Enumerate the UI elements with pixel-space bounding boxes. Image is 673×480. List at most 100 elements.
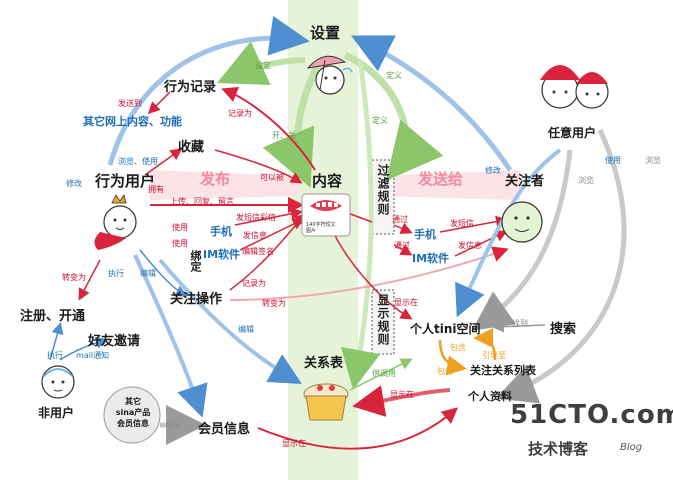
filter-to-im-right — [393, 244, 413, 256]
node-mobile-left: 手机 — [210, 225, 232, 238]
label-edit-a: 编辑 — [140, 269, 156, 278]
settings-curve-down — [340, 59, 381, 390]
follow-op-convert — [229, 246, 509, 301]
label-set: 设定 — [255, 61, 271, 70]
settings-to-record — [217, 41, 306, 85]
publish-band — [150, 170, 300, 200]
label-can-be: 可以被 — [260, 173, 284, 182]
any-user-characters-icon — [540, 65, 609, 109]
favorite-to-content — [214, 149, 303, 184]
mobile-left-to-content — [234, 207, 303, 226]
node-follower: 关注者 — [505, 174, 545, 189]
label-via-a: 通过 — [392, 215, 408, 224]
node-mobile-right: 手机 — [414, 228, 436, 241]
node-register: 注册、开通 — [20, 309, 86, 324]
settings-character-icon — [306, 55, 353, 95]
label-mail-notify: mail通知 — [76, 351, 110, 360]
user-to-relation-edit — [158, 258, 302, 384]
anyuser-browse-1 — [471, 149, 573, 331]
user-to-settings — [107, 15, 310, 166]
node-any-user: 任意用户 — [548, 126, 597, 140]
tini-to-search — [492, 320, 546, 333]
label-browse-r1: 浏览 — [578, 176, 594, 185]
filter-to-mobile-right — [393, 222, 413, 234]
nonuser-to-invite — [59, 337, 108, 361]
label-modify-left: 修改 — [66, 179, 82, 188]
label-convert-a: 转变为 — [62, 273, 86, 282]
node-display-rule: 显示规则 — [376, 294, 390, 346]
node-relation-table: 关系表 — [304, 356, 344, 371]
relation-table-cake-icon — [303, 383, 349, 421]
label-send-to: 发送给 — [418, 170, 464, 188]
label-record-as: 记录为 — [228, 109, 252, 118]
record-to-other — [147, 91, 171, 115]
follower-character-icon — [501, 201, 543, 243]
label-sent-to: 发送到 — [118, 99, 142, 108]
node-behavior-record: 行为记录 — [164, 80, 217, 95]
label-contain-a: 包含 — [450, 343, 466, 352]
label-switch: 开、关 — [272, 131, 296, 140]
node-profile: 个人资料 — [468, 390, 512, 403]
label-use-right: 使用 — [605, 156, 621, 165]
label-show-in-a: 显示在 — [394, 298, 418, 307]
label-import: 导入 — [166, 421, 182, 430]
label-send-msg-right: 发信息 — [458, 241, 482, 250]
display-rule-box — [371, 289, 395, 355]
node-filter-rule: 过滤规则 — [376, 164, 390, 216]
label-upload: 上传、回复、留言 — [170, 197, 234, 206]
node-bind: 绑定 — [189, 250, 202, 272]
settings-curve-left — [262, 58, 324, 188]
label-browse-use: 浏览、使用 — [118, 157, 158, 166]
label-sms-color: 发短信彩信 — [236, 213, 276, 222]
content-to-tini — [329, 224, 413, 320]
member-to-relation — [257, 407, 459, 450]
behavior-user-character-icon — [94, 194, 137, 250]
label-browse-r2: 浏览 — [645, 156, 661, 165]
label-exec-b: 执行 — [47, 351, 63, 360]
follower-to-settings — [351, 35, 513, 172]
watermark-site: 51CTO.com — [510, 400, 673, 430]
node-other-sina: 其它 sina产品 会员信息 — [115, 397, 151, 428]
mobile-right-to-follower — [439, 215, 508, 233]
guide-loop — [473, 328, 497, 361]
node-im-right: IM软件 — [412, 252, 450, 265]
label-show-in-b: 显示在 — [390, 390, 414, 399]
label-call-for: 供调用 — [372, 369, 396, 378]
label-edit-b: 编辑 — [238, 325, 254, 334]
label-define-a: 定义 — [386, 71, 402, 80]
other-sina-circle — [103, 386, 161, 444]
node-member-info: 会员信息 — [198, 422, 251, 437]
label-publish: 发布 — [200, 170, 231, 188]
node-follow-list: 关注关系列表 — [470, 364, 536, 377]
label-guide-to: 引导至 — [482, 351, 506, 360]
label-find: 找到 — [512, 319, 528, 328]
content-phone-icon — [301, 193, 351, 237]
label-phone-caption: 140字符短文 图片 — [306, 222, 336, 234]
user-convert-to-register — [78, 259, 101, 301]
label-own: 拥有 — [148, 185, 164, 194]
non-user-character-icon — [41, 365, 75, 399]
label-exec-a: 执行 — [108, 269, 124, 278]
relation-to-profile-back — [352, 385, 451, 417]
user-exec-follow — [139, 249, 188, 297]
im-left-to-content — [239, 218, 305, 251]
node-content: 内容 — [312, 172, 343, 190]
label-show-in-c: 显示在 — [282, 439, 306, 448]
label-via-b: 通过 — [394, 241, 410, 250]
label-record-as2: 记录为 — [242, 279, 266, 288]
content-to-record — [221, 87, 316, 171]
relation-call-for — [349, 358, 413, 391]
label-edit-sign: 编辑签名 — [242, 247, 274, 256]
watermark-blog-en: Blog — [620, 442, 643, 453]
node-favorite: 收藏 — [178, 140, 205, 155]
user-to-member — [133, 254, 208, 418]
node-search: 搜索 — [550, 322, 577, 337]
node-non-user: 非用户 — [38, 406, 75, 420]
anyuser-browse-2 — [495, 128, 627, 404]
node-follow-op: 关注操作 — [170, 292, 223, 307]
node-behavior-user: 行为用户 — [95, 172, 156, 190]
tini-include-loop — [438, 339, 467, 376]
node-invite: 好友邀请 — [88, 334, 141, 349]
